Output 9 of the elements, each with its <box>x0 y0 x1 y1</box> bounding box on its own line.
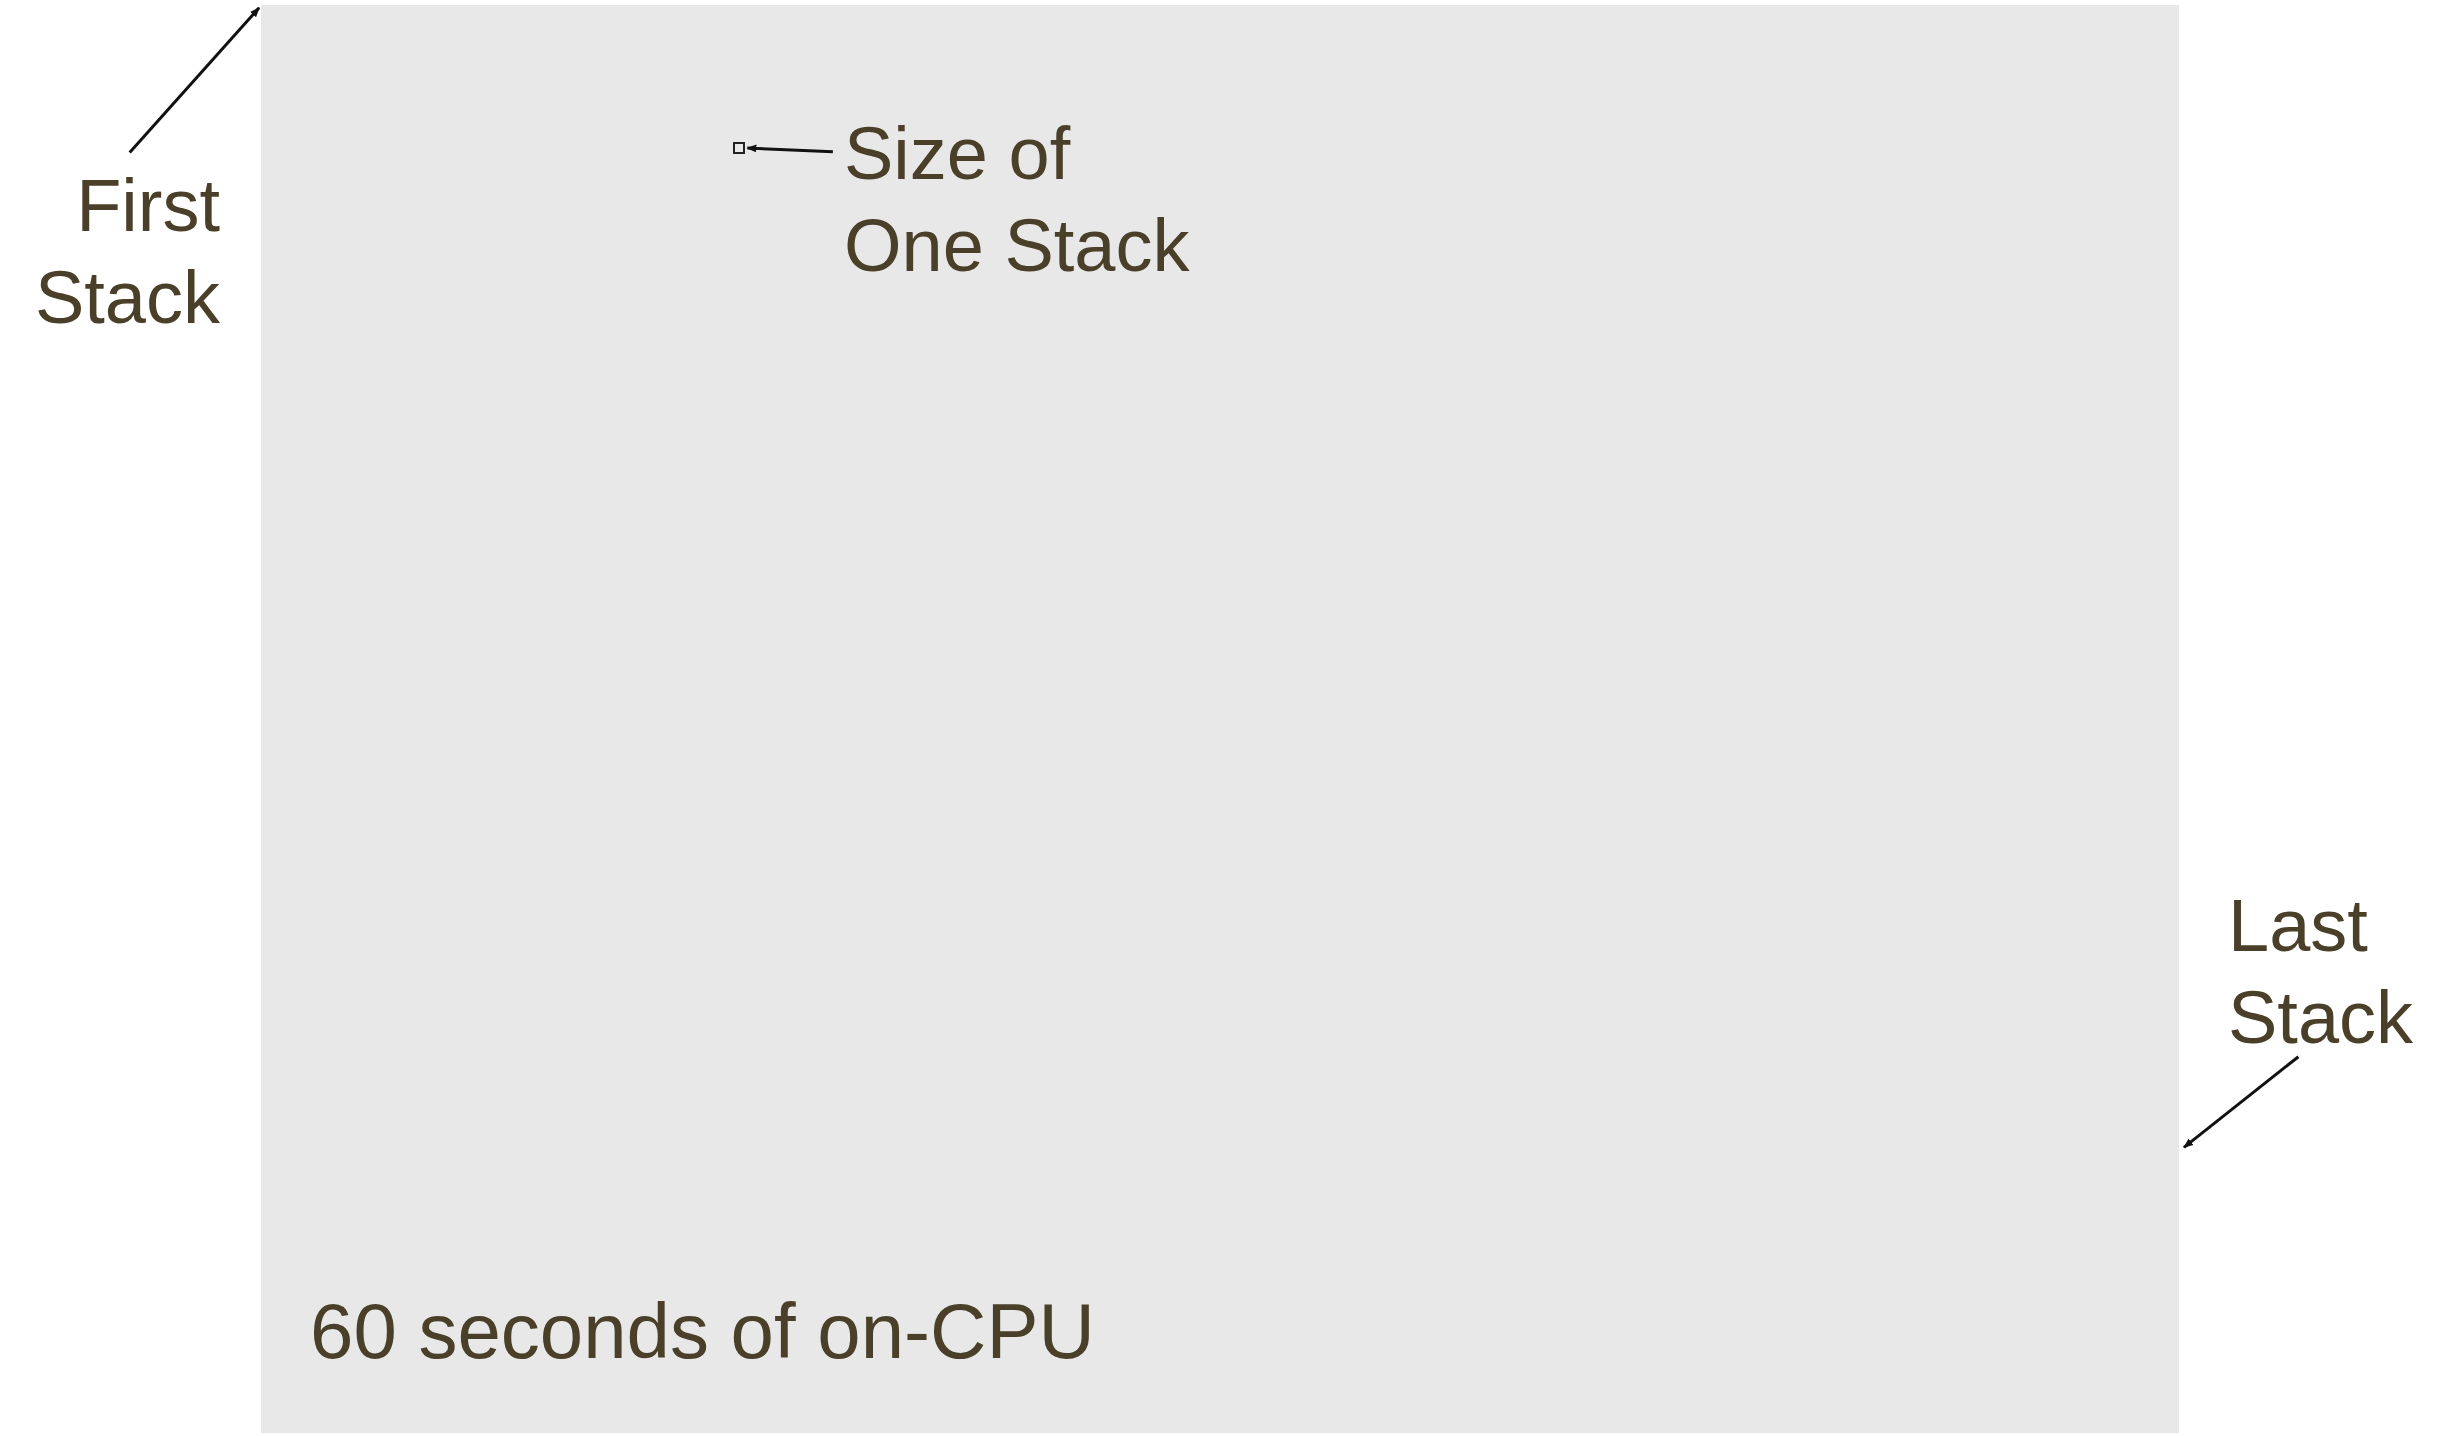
small-square <box>733 142 745 154</box>
leader-arrow <box>128 6 261 154</box>
annotation-label: First Stack <box>33 163 220 341</box>
annotation-label: Last Stack <box>2228 883 2415 1061</box>
flame-graph-area <box>261 5 2179 1433</box>
leader-arrow <box>2183 1055 2300 1149</box>
annotation-label: Size of One Stack <box>844 111 1191 289</box>
caption-text: 60 seconds of on-CPU <box>310 1286 1095 1377</box>
leader-arrow <box>746 144 833 154</box>
